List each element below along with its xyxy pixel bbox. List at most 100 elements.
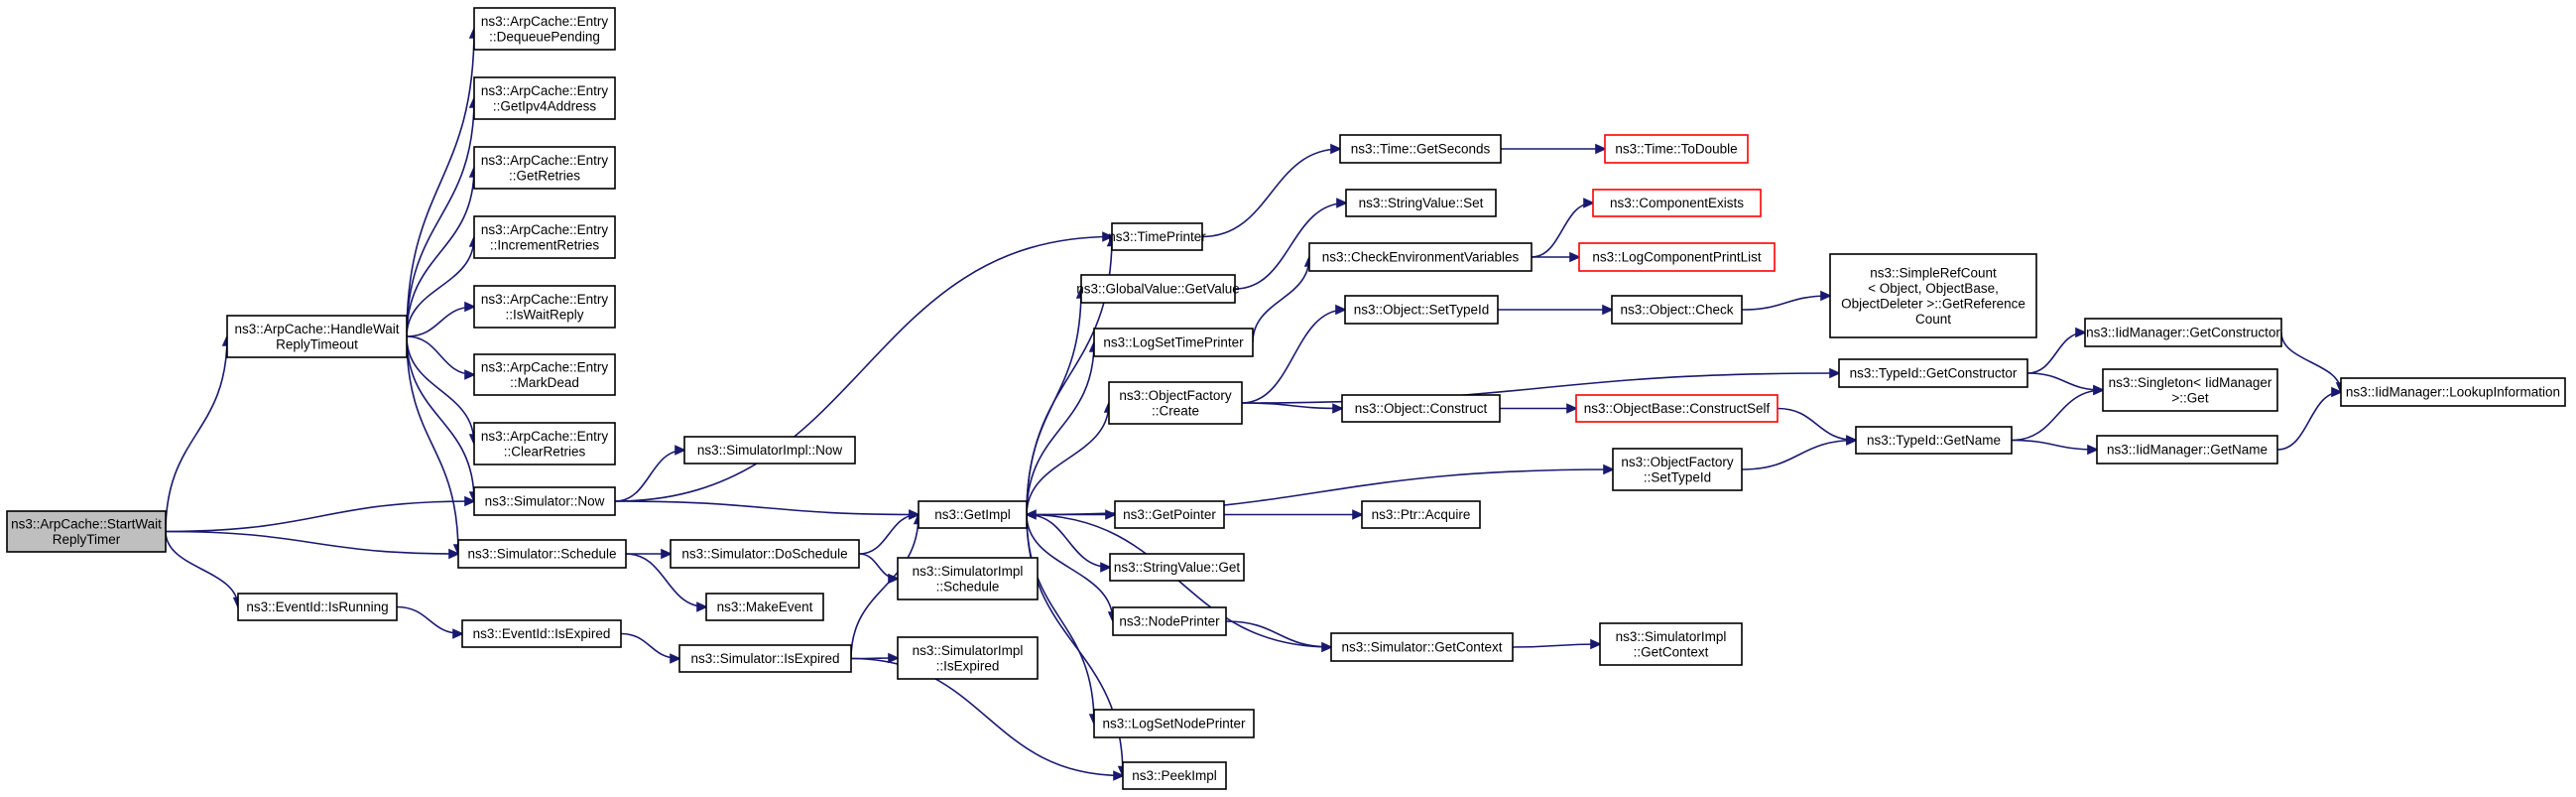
node-ptracquire[interactable]: ns3::Ptr::Acquire [1361,500,1481,529]
node-peekimpl[interactable]: ns3::PeekImpl [1122,761,1227,790]
node-label: ns3::ArpCache::Entry [481,14,609,29]
node-simschedule[interactable]: ns3::Simulator::Schedule [457,539,627,569]
node-box [1330,632,1514,662]
node-label: ::GetRetries [509,168,580,183]
edge-iidgetconstructor-to-iidlookup [2280,332,2347,394]
node-eventisrunning[interactable]: ns3::EventId::IsRunning [237,593,398,621]
node-label: ns3::Simulator::IsExpired [690,651,839,666]
node-box [1339,134,1502,164]
edge-gvget-to-svset [1234,198,1348,290]
node-dosched[interactable]: ns3::Simulator::DoSchedule [670,539,860,569]
node-getimpl[interactable]: ns3::GetImpl [918,500,1028,529]
edge-iidgetname-to-iidlookup [2276,386,2343,451]
node-label: ns3::ArpCache::Entry [481,83,609,98]
edge-root-to-eventisrunning [165,531,244,609]
node-clearretries[interactable]: ns3::ArpCache::Entry::ClearRetries [473,422,616,465]
node-typeidgetname[interactable]: ns3::TypeId::GetName [1855,426,2013,455]
node-objbaseconstruct[interactable]: ns3::ObjectBase::ConstructSelf [1575,394,1779,423]
node-box [457,539,627,569]
node-label: ns3::ArpCache::StartWait [11,516,162,531]
node-compexists[interactable]: ns3::ComponentExists [1592,189,1762,217]
node-box [1308,242,1533,272]
node-label: Count [1915,312,1951,327]
node-deq[interactable]: ns3::ArpCache::Entry::DequeuePending [473,7,616,51]
node-svget[interactable]: ns3::StringValue::Get [1109,553,1245,582]
edge-objcheck-to-simplerefcount [1741,290,1832,311]
function-nodes: ns3::ArpCache::StartWaitReplyTimerns3::A… [6,7,2566,790]
node-timeprinter[interactable]: ns3::TimePrinter [1108,222,1206,251]
node-ofcreate[interactable]: ns3::ObjectFactory::Create [1108,381,1243,425]
node-nodeprinter[interactable]: ns3::NodePrinter [1112,606,1227,636]
node-checkenv[interactable]: ns3::CheckEnvironmentVariables [1308,242,1533,272]
node-markdead[interactable]: ns3::ArpCache::Entry::MarkDead [473,353,616,396]
node-label: ns3::ArpCache::Entry [481,153,609,168]
node-label: ns3::TimePrinter [1108,229,1206,244]
node-simisexpired[interactable]: ns3::Simulator::IsExpired [678,644,852,673]
node-incretries[interactable]: ns3::ArpCache::Entry::IncrementRetries [473,215,616,259]
node-label: ns3::Simulator::Schedule [467,547,616,562]
node-todouble[interactable]: ns3::Time::ToDouble [1604,134,1749,164]
node-label: ns3::Simulator::Now [485,494,605,509]
node-label: ::Schedule [936,579,1000,594]
node-getpointer[interactable]: ns3::GetPointer [1114,500,1225,529]
node-label: ::SetTypeId [1644,469,1711,484]
node-typeidgetconstructor[interactable]: ns3::TypeId::GetConstructor [1838,358,2028,388]
edge-objbaseconstruct-to-typeidgetname [1777,407,1858,446]
node-simgetcontext[interactable]: ns3::Simulator::GetContext [1330,632,1514,662]
edge-objconstruct-to-objbaseconstruct [1499,403,1578,414]
node-iswait[interactable]: ns3::ArpCache::Entry::IsWaitReply [473,285,616,329]
node-objsettypeid[interactable]: ns3::Object::SetTypeId [1344,295,1499,325]
node-svset[interactable]: ns3::StringValue::Set [1345,189,1497,217]
node-simimplisexp[interactable]: ns3::SimulatorImpl::IsExpired [897,636,1039,680]
node-logsetnode[interactable]: ns3::LogSetNodePrinter [1093,709,1255,738]
node-label: ::IsExpired [936,658,1000,673]
node-label: ns3::SimulatorImpl::Now [697,443,843,458]
node-simplerefcount[interactable]: ns3::SimpleRefCount< Object, ObjectBase,… [1829,253,2037,338]
node-label: ns3::EventId::IsRunning [246,599,388,614]
node-iidgetconstructor[interactable]: ns3::IidManager::GetConstructor [2084,318,2282,347]
node-label: ns3::Simulator::GetContext [1341,640,1502,655]
node-objcheck[interactable]: ns3::Object::Check [1611,295,1743,325]
node-label: < Object, ObjectBase, [1868,281,1999,296]
node-box [473,146,616,190]
node-box [226,315,408,358]
node-ofsettypeid[interactable]: ns3::ObjectFactory::SetTypeId [1612,448,1743,491]
node-getipv4[interactable]: ns3::ArpCache::Entry::GetIpv4Address [473,76,616,120]
node-singletonget[interactable]: ns3::Singleton< IidManager >::Get [2102,368,2278,412]
node-label: ns3::IidManager::LookupInformation [2346,385,2560,400]
node-box [1112,606,1227,636]
node-box [1341,394,1501,423]
node-getretries[interactable]: ns3::ArpCache::Entry::GetRetries [473,146,616,190]
node-box [1080,274,1236,304]
node-gvget[interactable]: ns3::GlobalValue::GetValue [1076,274,1240,304]
node-iidgetname[interactable]: ns3::IidManager::GetName [2096,435,2278,465]
node-logcompprint[interactable]: ns3::LogComponentPrintList [1578,242,1776,272]
node-box [1093,709,1255,738]
node-iidlookup[interactable]: ns3::IidManager::LookupInformation [2340,377,2566,407]
node-label: ns3::ArpCache::Entry [481,429,609,444]
node-simimplnow[interactable]: ns3::SimulatorImpl::Now [683,436,856,465]
node-box [473,486,616,516]
node-logsettime[interactable]: ns3::LogSetTimePrinter [1093,328,1254,357]
node-label: ns3::Time::ToDouble [1615,142,1737,157]
node-box [2096,435,2278,465]
edge-getpointer-to-ptracquire [1223,509,1364,520]
node-objconstruct[interactable]: ns3::Object::Construct [1341,394,1501,423]
node-simimplsched[interactable]: ns3::SimulatorImpl::Schedule [897,557,1039,600]
node-makeevent[interactable]: ns3::MakeEvent [705,593,824,621]
node-label: ns3::LogSetNodePrinter [1102,717,1246,731]
node-label: ns3::LogComponentPrintList [1592,250,1762,265]
edge-checkenv-to-compexists [1531,198,1595,258]
node-getseconds[interactable]: ns3::Time::GetSeconds [1339,134,1502,164]
node-label: ns3::SimulatorImpl [913,643,1024,658]
node-simnow[interactable]: ns3::Simulator::Now [473,486,616,516]
node-simimplgetcontext[interactable]: ns3::SimulatorImpl::GetContext [1599,622,1743,666]
node-label: >::Get [2171,390,2208,405]
node-label: ns3::LogSetTimePrinter [1103,335,1244,350]
node-label: ns3::Object::Check [1620,303,1733,318]
node-box [1108,381,1243,425]
node-eventisexpired[interactable]: ns3::EventId::IsExpired [461,619,622,648]
node-box [2084,318,2282,347]
